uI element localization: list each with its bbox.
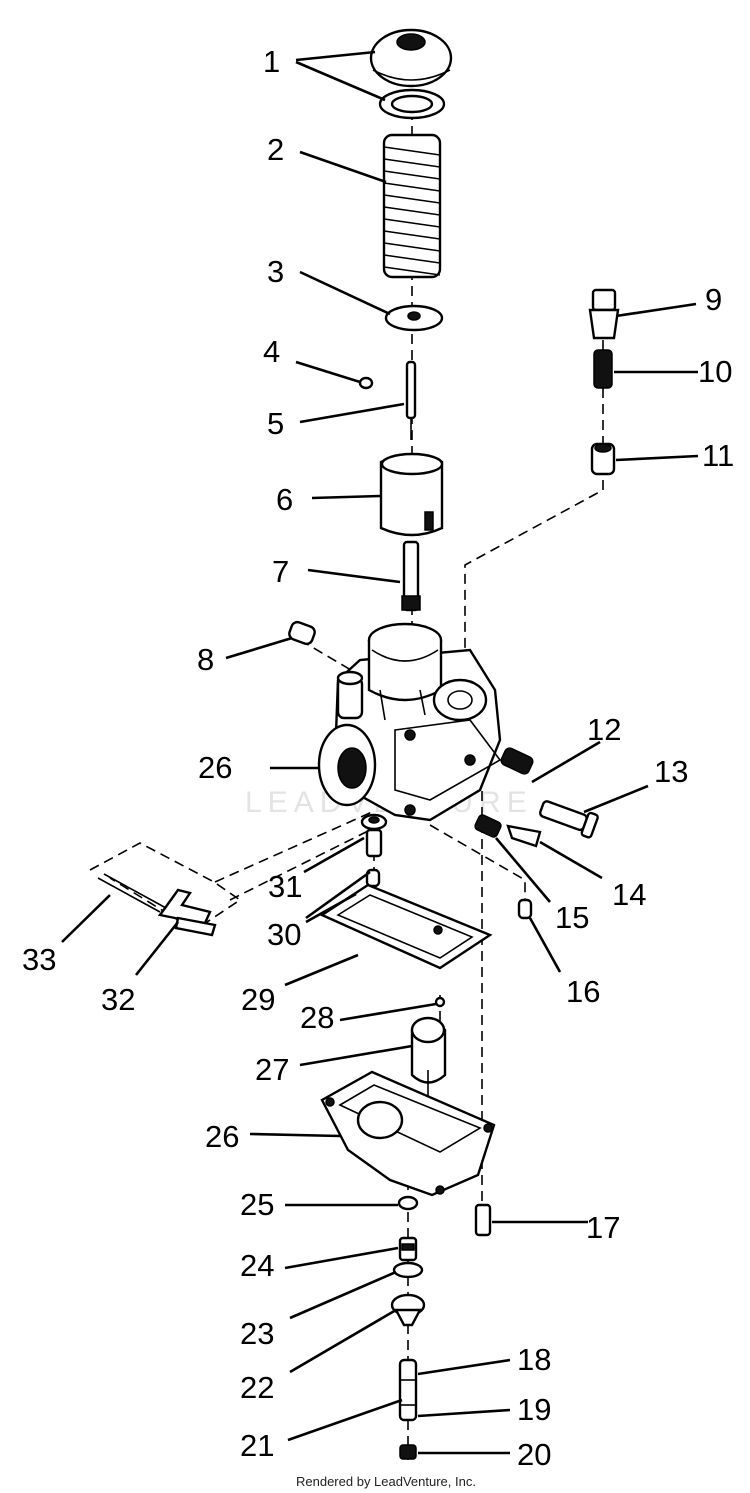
callout-17: 17 bbox=[586, 1210, 620, 1245]
callout-22: 22 bbox=[240, 1370, 274, 1405]
callout-1: 1 bbox=[263, 44, 280, 79]
part-jet-31 bbox=[360, 813, 388, 888]
part-plug-16 bbox=[517, 898, 533, 920]
callout-4: 4 bbox=[263, 334, 280, 369]
callout-14: 14 bbox=[612, 877, 646, 912]
part-25 bbox=[397, 1195, 419, 1211]
part-28 bbox=[434, 996, 446, 1008]
callout-5: 5 bbox=[267, 406, 284, 441]
callout-33: 33 bbox=[22, 942, 56, 977]
callout-26-body: 26 bbox=[198, 750, 232, 785]
part-24 bbox=[398, 1236, 418, 1262]
part-tube bbox=[97, 873, 217, 937]
part-clip bbox=[358, 376, 374, 390]
callout-15: 15 bbox=[555, 900, 589, 935]
part-spring-15 bbox=[474, 814, 502, 838]
leader-lines bbox=[61, 50, 699, 1455]
callout-12: 12 bbox=[587, 712, 621, 747]
callout-27: 27 bbox=[255, 1052, 289, 1087]
carburetor-body bbox=[317, 622, 502, 822]
part-screw-14 bbox=[506, 824, 542, 848]
callout-7: 7 bbox=[272, 554, 289, 589]
part-spring-12 bbox=[500, 747, 534, 775]
callout-24: 24 bbox=[240, 1248, 274, 1283]
callout-9: 9 bbox=[705, 282, 722, 317]
callout-31: 31 bbox=[268, 869, 302, 904]
part-oring-23 bbox=[392, 1261, 424, 1279]
part-jet bbox=[401, 540, 421, 612]
part-float-bowl bbox=[320, 1070, 496, 1197]
part-tube-18 bbox=[398, 1358, 418, 1422]
part-cap-nut bbox=[590, 442, 616, 476]
callout-16: 16 bbox=[566, 974, 600, 1009]
part-pilot-screw bbox=[588, 288, 620, 340]
callout-20: 20 bbox=[517, 1437, 551, 1472]
callout-32: 32 bbox=[101, 982, 135, 1017]
callout-6: 6 bbox=[276, 482, 293, 517]
callout-28: 28 bbox=[300, 1000, 334, 1035]
callout-30: 30 bbox=[267, 917, 301, 952]
part-cap bbox=[369, 28, 453, 120]
part-screw-13 bbox=[538, 800, 599, 839]
part-screw-17 bbox=[474, 1203, 492, 1237]
callout-10: 10 bbox=[698, 354, 732, 389]
part-drain-22 bbox=[390, 1293, 426, 1327]
part-needle bbox=[405, 360, 417, 440]
part-spring bbox=[382, 133, 442, 279]
callout-23: 23 bbox=[240, 1316, 274, 1351]
callout-19: 19 bbox=[517, 1392, 551, 1427]
part-small-spring bbox=[593, 349, 613, 389]
callout-11: 11 bbox=[702, 438, 734, 473]
part-slide bbox=[379, 452, 444, 537]
footer-credit: Rendered by LeadVenture, Inc. bbox=[296, 1474, 476, 1489]
callout-13: 13 bbox=[654, 754, 688, 789]
part-plug bbox=[288, 620, 316, 646]
callout-labels: 1 2 3 4 5 6 7 8 9 10 11 12 13 14 15 16 1… bbox=[22, 44, 734, 1472]
callout-8: 8 bbox=[197, 642, 214, 677]
callout-21: 21 bbox=[240, 1428, 274, 1463]
part-retainer bbox=[384, 304, 444, 332]
callout-25: 25 bbox=[240, 1187, 274, 1222]
callout-26-bowl: 26 bbox=[205, 1119, 239, 1154]
callout-2: 2 bbox=[267, 132, 284, 167]
part-plug-20 bbox=[399, 1444, 417, 1460]
callout-18: 18 bbox=[517, 1342, 551, 1377]
callout-3: 3 bbox=[267, 254, 284, 289]
callout-29: 29 bbox=[241, 982, 275, 1017]
